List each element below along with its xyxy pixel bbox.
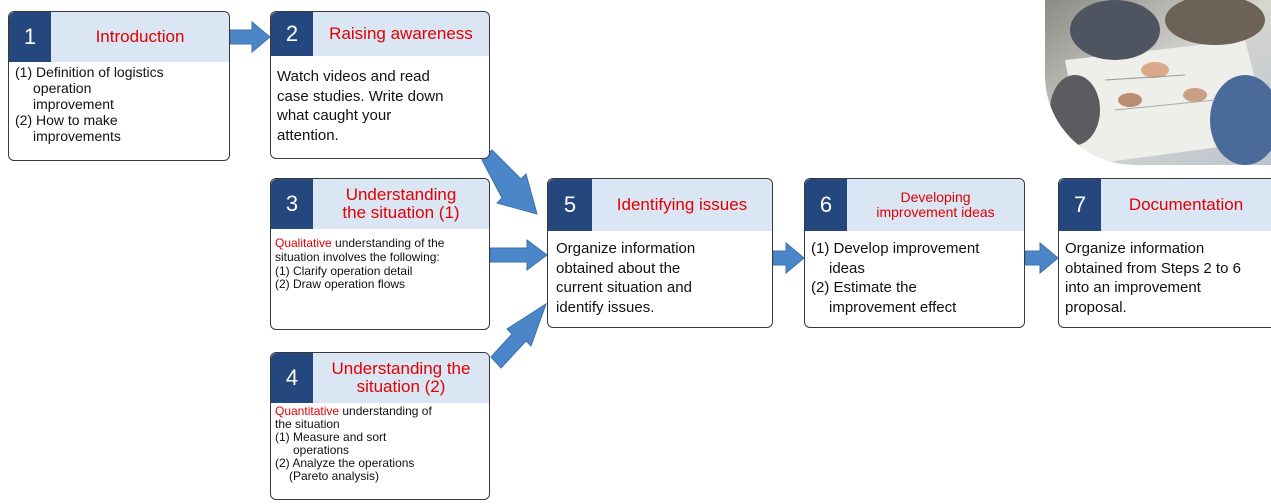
step-4-line: operations <box>293 442 350 457</box>
arrow-3-to-5 <box>489 239 548 271</box>
step-1-number: 1 <box>9 12 51 62</box>
step-7-number: 7 <box>1059 179 1101 231</box>
step-2-line: Watch videos and read <box>277 68 430 85</box>
step-4-lead-highlight: Quantitative <box>275 404 340 418</box>
step-5-card: 5 Identifying issues Organize informatio… <box>547 178 773 328</box>
step-6-line: improvement effect <box>829 298 957 316</box>
step-2-title: Raising awareness <box>313 12 489 56</box>
step-2-number: 2 <box>271 12 313 56</box>
step-3-lead-highlight: Qualitative <box>275 236 332 250</box>
step-4-line: (Pareto analysis) <box>289 468 380 483</box>
arrow-5-to-6 <box>772 241 805 275</box>
step-1-line: improvement <box>33 96 114 113</box>
step-6-title: Developing improvement ideas <box>847 179 1024 231</box>
step-5-line: Organize information <box>556 240 696 257</box>
step-4-line: (2) Analyze the operations <box>275 455 415 470</box>
step-5-number: 5 <box>548 179 592 231</box>
step-1-title: Introduction <box>51 12 229 62</box>
step-1-line: operation <box>33 80 92 97</box>
step-4-lead-rest: understanding of <box>339 404 432 418</box>
step-7-line: proposal. <box>1065 298 1127 316</box>
step-7-card: 7 Documentation Organize information obt… <box>1058 178 1271 328</box>
step-5-body: Organize information obtained about the … <box>556 239 695 317</box>
step-2-line: case studies. Write down <box>277 87 444 105</box>
arrow-1-to-2 <box>229 20 271 54</box>
step-3-lead-rest: understanding of the <box>331 236 445 250</box>
step-5-line: current situation and <box>556 279 692 296</box>
step-7-title: Documentation <box>1101 179 1271 231</box>
step-6-number: 6 <box>805 179 847 231</box>
arrow-2-to-5 <box>481 149 538 215</box>
step-1-body: (1) Definition of logistics operation im… <box>15 64 164 144</box>
step-1-card: 1 Introduction (1) Definition of logisti… <box>8 11 230 161</box>
step-1-line: (2) How to make <box>15 112 118 129</box>
step-4-title-line: situation (2) <box>356 377 446 396</box>
step-4-title-line: Understanding the <box>331 359 471 379</box>
step-3-card: 3 Understanding the situation (1) Qualit… <box>270 178 490 330</box>
step-4-number: 4 <box>271 353 313 403</box>
step-6-card: 6 Developing improvement ideas (1) Devel… <box>804 178 1025 328</box>
step-1-line: (1) Definition of logistics <box>15 64 164 80</box>
step-6-line: ideas <box>829 259 865 277</box>
step-6-line: (2) Estimate the <box>811 279 917 296</box>
step-3-line: (2) Draw operation flows <box>275 277 406 292</box>
step-7-body: Organize information obtained from Steps… <box>1065 239 1241 317</box>
arrow-4-to-5 <box>490 302 547 369</box>
workshop-photo <box>1045 0 1271 165</box>
step-5-line: identify issues. <box>556 298 655 316</box>
step-3-title: Understanding the situation (1) <box>313 179 489 229</box>
step-7-line: obtained from Steps 2 to 6 <box>1065 259 1241 277</box>
step-3-body: Qualitative understanding of the situati… <box>275 236 445 292</box>
step-2-line: attention. <box>277 126 339 144</box>
step-4-line: (1) Measure and sort <box>275 429 387 444</box>
step-3-line: (1) Clarify operation detail <box>275 263 413 278</box>
step-6-body: (1) Develop improvement ideas (2) Estima… <box>811 239 979 317</box>
step-6-title-line: Developing <box>900 189 971 206</box>
step-4-title: Understanding the situation (2) <box>313 353 489 403</box>
step-2-body: Watch videos and read case studies. Writ… <box>277 67 443 145</box>
step-3-number: 3 <box>271 179 313 229</box>
step-7-line: Organize information <box>1065 240 1205 257</box>
step-3-title-line: Understanding <box>345 185 457 205</box>
step-1-line: improvements <box>33 128 121 145</box>
step-3-line: situation involves the following: <box>275 249 440 264</box>
step-6-line: (1) Develop improvement <box>811 240 980 257</box>
step-5-line: obtained about the <box>556 259 681 277</box>
arrow-6-to-7 <box>1024 241 1059 275</box>
step-2-card: 2 Raising awareness Watch videos and rea… <box>270 11 490 159</box>
step-6-title-line: improvement ideas <box>876 204 995 220</box>
step-7-line: into an improvement <box>1065 279 1201 296</box>
step-4-line: the situation <box>275 416 340 431</box>
step-3-title-line: the situation (1) <box>342 203 460 222</box>
step-4-card: 4 Understanding the situation (2) Quanti… <box>270 352 490 500</box>
step-2-line: what caught your <box>277 107 392 124</box>
step-5-title: Identifying issues <box>592 179 772 231</box>
step-4-body: Quantitative understanding of the situat… <box>275 405 432 483</box>
